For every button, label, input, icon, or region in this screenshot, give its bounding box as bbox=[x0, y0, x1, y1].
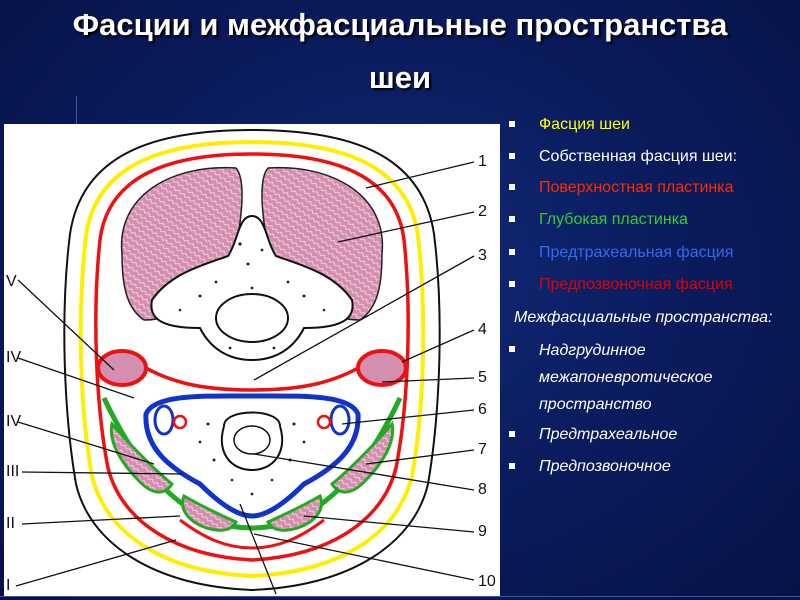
bullet-icon bbox=[509, 431, 515, 437]
bullet-icon bbox=[509, 346, 515, 352]
space-text: Предтрахеальное bbox=[539, 426, 678, 443]
red-fascia-front bbox=[179, 518, 325, 550]
legend-text: Поверхностная пластинка bbox=[539, 179, 734, 196]
vertebra-dots bbox=[178, 242, 326, 350]
right-carotid-artery bbox=[316, 414, 332, 430]
page-title-line2: шеи bbox=[368, 60, 432, 95]
bullet-icon bbox=[509, 249, 515, 255]
bullet-icon bbox=[509, 184, 515, 190]
label-2: 2 bbox=[478, 203, 487, 220]
label-4: 4 bbox=[478, 321, 487, 338]
label-6: 6 bbox=[478, 401, 487, 418]
legend-text: Предтрахеальная фасция bbox=[539, 244, 734, 261]
label-3: 3 bbox=[478, 247, 487, 264]
label-10: 10 bbox=[478, 573, 496, 590]
label-8: 8 bbox=[478, 481, 487, 498]
red-fascia-outer bbox=[94, 152, 410, 562]
diagram-svg: 1 2 3 4 5 6 7 8 9 10 V IV IV III II I bbox=[6, 128, 496, 595]
spaces-heading: Межфасциальные пространства: bbox=[514, 309, 773, 326]
label-V: V bbox=[6, 273, 17, 290]
label-7: 7 bbox=[478, 441, 487, 458]
legend-text: Фасция шеи bbox=[539, 116, 630, 133]
label-III: III bbox=[6, 463, 19, 480]
space-text: Предпозвоночное bbox=[539, 458, 671, 475]
label-II: II bbox=[6, 515, 15, 532]
left-carotid-artery bbox=[172, 414, 188, 430]
prevertebral-fascia bbox=[122, 352, 382, 392]
bullet-icon bbox=[509, 463, 515, 469]
bullet-icon bbox=[509, 216, 515, 222]
bullet-icon bbox=[509, 121, 515, 127]
label-I: I bbox=[6, 577, 10, 594]
left-scalene-muscle bbox=[96, 349, 148, 387]
legend-text: Собственная фасция шеи: bbox=[539, 148, 738, 165]
decor-horizontal-line bbox=[0, 596, 800, 597]
label-IV-a: IV bbox=[6, 349, 21, 366]
vertebral-body bbox=[215, 293, 289, 343]
bullet-icon bbox=[509, 153, 515, 159]
neck-cross-section-diagram: 1 2 3 4 5 6 7 8 9 10 V IV IV III II I bbox=[4, 124, 500, 596]
leader-lines bbox=[15, 161, 475, 595]
right-jugular-vein bbox=[329, 404, 351, 436]
legend-text: Глубокая пластинка bbox=[539, 211, 688, 228]
right-strap-muscle bbox=[265, 493, 324, 532]
page-title-line1: Фасции и межфасциальные пространства bbox=[72, 7, 728, 42]
left-jugular-vein bbox=[153, 404, 175, 436]
label-IV-b: IV bbox=[6, 413, 21, 430]
legend-text: Предпозвоночная фасция bbox=[539, 276, 733, 293]
bullet-icon bbox=[509, 281, 515, 287]
right-scm-muscle bbox=[329, 420, 395, 494]
space-text: Надгрудинное межапоневротическое простра… bbox=[539, 342, 713, 413]
right-scalene-muscle bbox=[356, 349, 408, 387]
decor-vertical-line bbox=[76, 96, 77, 124]
label-1: 1 bbox=[478, 153, 487, 170]
left-strap-muscle bbox=[180, 493, 239, 532]
label-9: 9 bbox=[478, 523, 487, 540]
label-5: 5 bbox=[478, 369, 487, 386]
yellow-fascia bbox=[78, 139, 426, 579]
